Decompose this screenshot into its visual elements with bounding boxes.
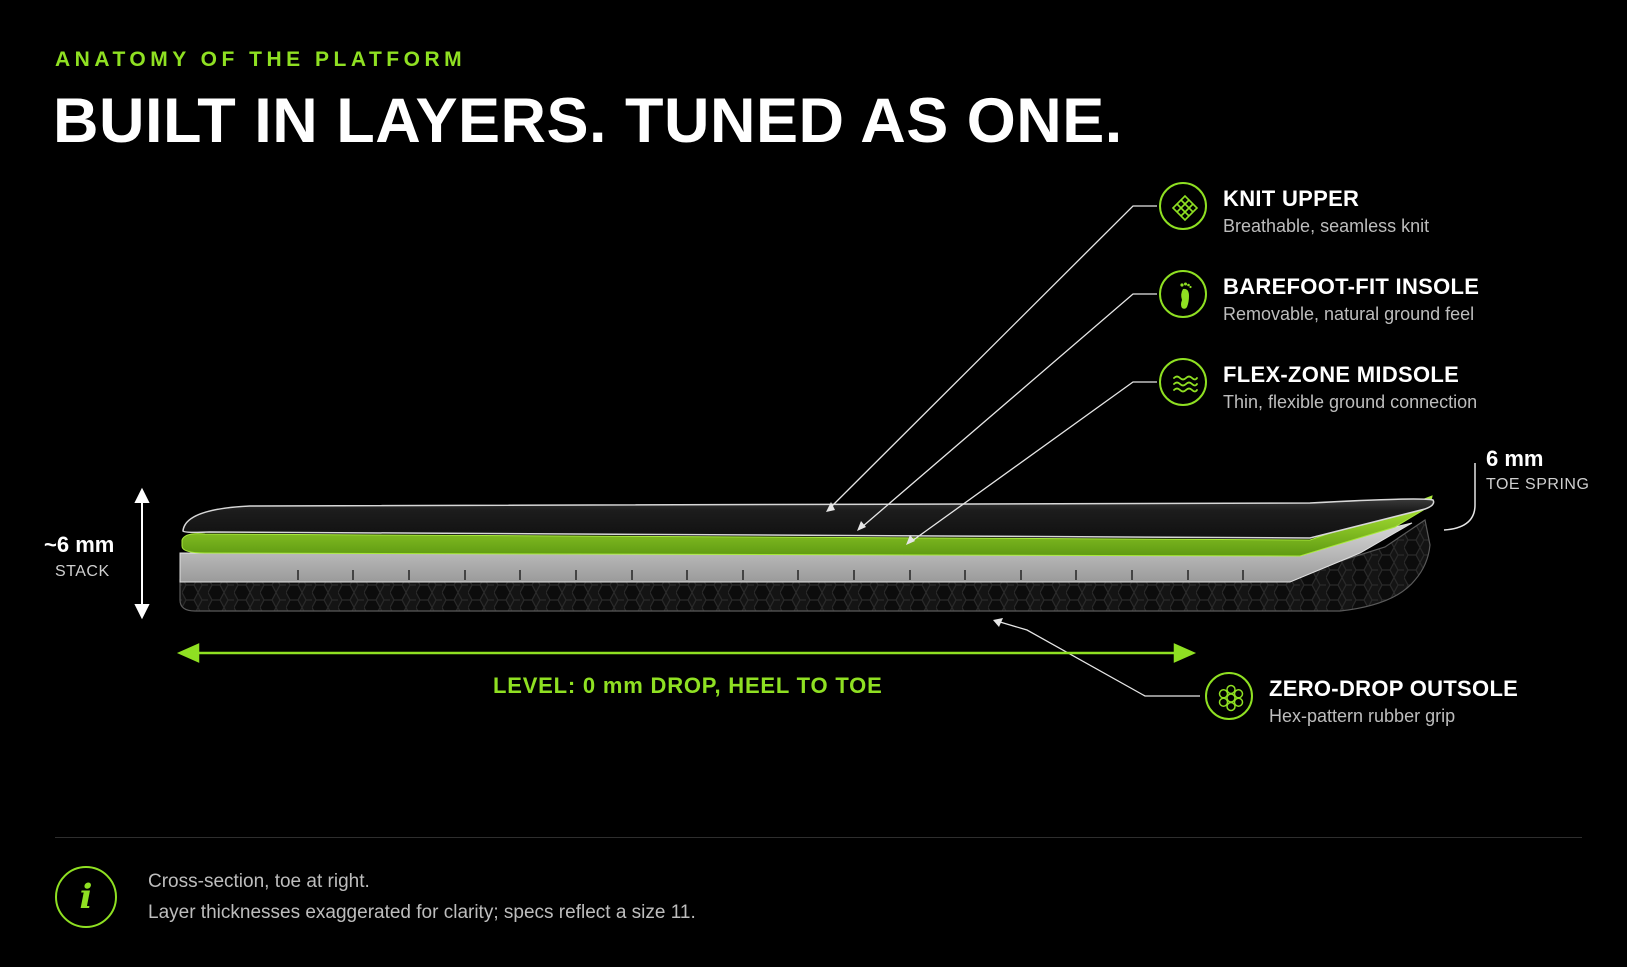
outsole-leader [999,621,1200,697]
outsole-layer [179,518,1431,612]
info-icon: i [55,866,117,928]
eyebrow-label: ANATOMY OF THE PLATFORM [55,48,467,71]
stack-height-label: STACK [55,563,110,580]
callout-description: Removable, natural ground feel [1223,304,1475,324]
callout-title: BAREFOOT-FIT INSOLE [1223,274,1480,299]
callout-title: ZERO-DROP OUTSOLE [1269,676,1519,701]
callout-description: Hex-pattern rubber grip [1269,706,1456,726]
callout-title: FLEX-ZONE MIDSOLE [1223,362,1460,387]
stack-height-value: ~6 mm [44,532,115,557]
callout-description: Breathable, seamless knit [1223,216,1430,236]
callout-description: Thin, flexible ground connection [1223,392,1478,412]
midsole-leader [911,381,1157,542]
waves-icon [1173,375,1198,393]
knit-upper-layer [182,498,1435,539]
knit-mesh-icon [1171,194,1199,222]
callout-title: KNIT UPPER [1223,186,1360,211]
level-arrow [176,643,1197,663]
toe-spring-label: TOE SPRING [1486,476,1590,493]
hexagon-cluster-icon [1218,684,1244,712]
insole-leader [861,293,1157,528]
toe-spring-bracket [1443,463,1476,531]
footer-note-line-1: Cross-section, toe at right. [148,871,370,892]
footer-note-line-2: Layer thicknesses exaggerated for clarit… [148,902,696,923]
footer-divider [55,837,1582,838]
toe-spring-value: 6 mm [1486,446,1544,471]
footprint-icon [1180,282,1192,309]
midsole-flex-notches [297,570,1244,580]
level-drop-label: LEVEL: 0 mm DROP, HEEL TO TOE [493,673,883,698]
knit-upper-leader [829,205,1157,509]
stack-height-arrow [134,487,150,620]
page-title: BUILT IN LAYERS. TUNED AS ONE. [53,86,1123,156]
